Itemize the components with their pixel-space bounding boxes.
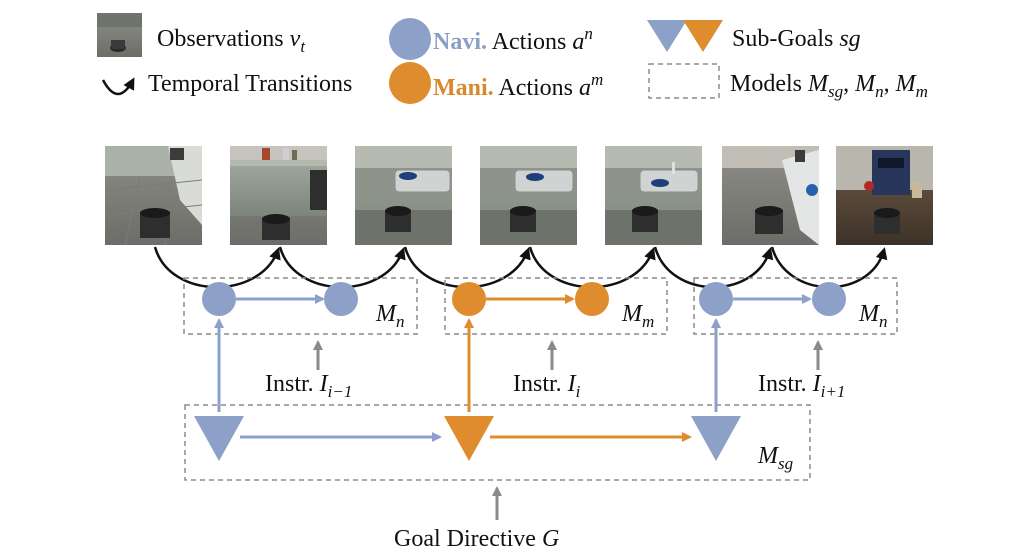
navi-action-node-2 (324, 282, 358, 316)
temporal-arrow-5 (653, 246, 774, 289)
mani-action-node-2 (575, 282, 609, 316)
model-label-mm: Mm (622, 301, 655, 331)
observation-frame-2 (230, 146, 327, 245)
model-label-msg: Msg (758, 443, 794, 473)
model-box-mm (444, 277, 668, 335)
legend-observations-label: Observations vt (157, 26, 306, 56)
navi-action-node-3 (699, 282, 733, 316)
observation-frame-5 (605, 146, 702, 245)
legend-subgoal-orange-triangle-icon (683, 20, 723, 52)
temporal-arrow-6 (770, 246, 888, 289)
legend-navi-label: Navi. Actions an (433, 24, 593, 55)
legend-navi-circle-icon (389, 18, 431, 60)
temporal-transition-arrows (153, 246, 888, 289)
legend-temporal-label: Temporal Transitions (148, 71, 353, 97)
temporal-arrow-4 (528, 246, 656, 289)
legend-models-label: Models Msg, Mn, Mm (730, 71, 928, 101)
legend-subgoal-blue-triangle-icon (647, 20, 687, 52)
temporal-arrow-2 (278, 246, 406, 289)
legend-mani-circle-icon (389, 62, 431, 104)
legend-subgoals-label: Sub-Goals sg (732, 26, 861, 52)
observation-frame-3 (355, 146, 452, 245)
legend-mani-label: Mani. Actions am (433, 70, 604, 101)
observation-frame-7 (836, 146, 933, 245)
navi-action-node-1 (202, 282, 236, 316)
subgoal-triangle-3 (691, 416, 741, 461)
goal-directive-label: Goal Directive G (394, 526, 560, 552)
model-label-mn-right: Mn (859, 301, 888, 331)
navi-action-node-4 (812, 282, 846, 316)
legend-observation-icon (97, 13, 142, 57)
model-box-mn-left (183, 277, 418, 335)
observation-frame-1 (104, 146, 203, 246)
temporal-arrow-3 (403, 246, 531, 289)
model-label-mn-left: Mn (376, 301, 405, 331)
legend-model-box-icon (648, 63, 720, 99)
subgoal-triangle-2 (444, 416, 494, 461)
mani-action-node-1 (452, 282, 486, 316)
instruction-label-1: Instr. Ii−1 (265, 371, 353, 401)
instruction-label-2: Instr. Ii (513, 371, 581, 401)
model-box-mn-right (693, 277, 898, 335)
observation-frame-4 (480, 146, 577, 245)
observation-frame-6 (722, 146, 819, 245)
instruction-label-3: Instr. Ii+1 (758, 371, 846, 401)
subgoal-triangle-1 (194, 416, 244, 461)
legend-temporal-arrow-icon (101, 77, 135, 96)
model-box-msg (184, 404, 811, 481)
temporal-arrow-1 (153, 246, 281, 289)
